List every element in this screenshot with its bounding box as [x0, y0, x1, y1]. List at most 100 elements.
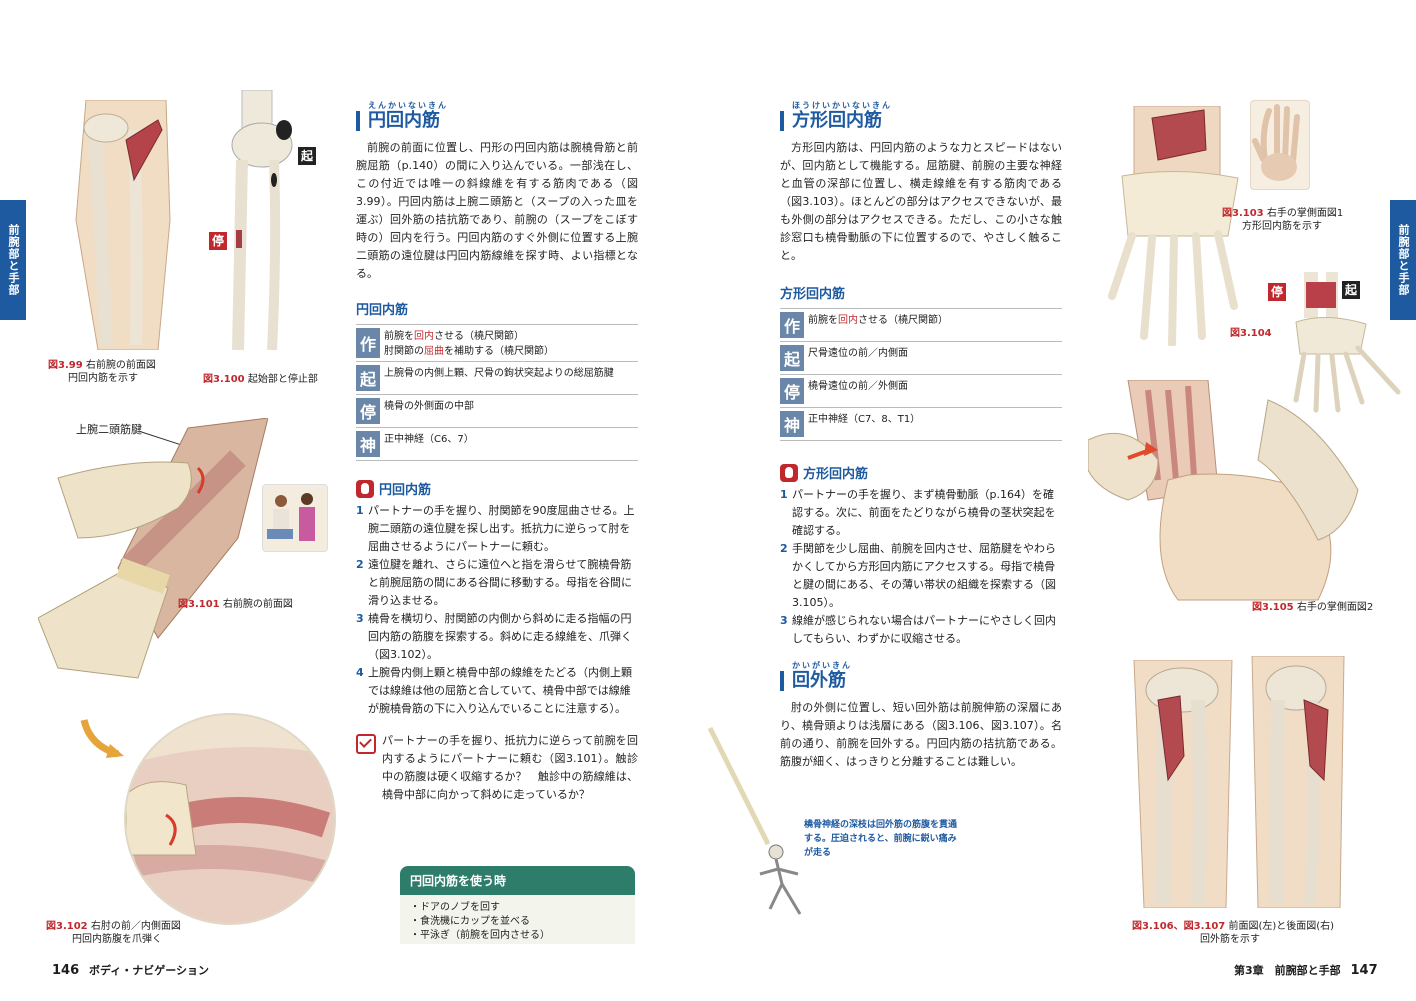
step-number: 3	[780, 614, 788, 627]
origin-row: 起 尺骨遠位の前／内側面	[780, 342, 1062, 375]
highlight: 回内	[414, 331, 434, 342]
biceps-tendon-label: 上腕二頭筋腱	[76, 423, 142, 436]
list-item: 平泳ぎ（前腕を回内させる）	[410, 929, 625, 943]
insertion-row: 停 橈骨の外側面の中部	[356, 395, 638, 428]
figure-3-100-caption: 図3.100 起始部と停止部	[203, 373, 318, 386]
hand-thumbnail	[1250, 100, 1310, 190]
caption-text: 右手の掌側面図1	[1266, 208, 1344, 219]
section-description: 方形回内筋は、円回内筋のような力とスピードはないが、回内筋として機能する。屈筋腱…	[780, 141, 1062, 262]
step-text: 橈骨を横切り、肘関節の内側から斜めに走る指幅の円回内筋の筋腹を探索する。斜めに走…	[368, 612, 632, 661]
section-title: 円回内筋	[356, 111, 638, 131]
step-item: 3 橈骨を横切り、肘関節の内側から斜めに走る指幅の円回内筋の筋腹を探索する。斜めに…	[356, 610, 638, 664]
nerve-row: 神 正中神経（C6、7）	[356, 428, 638, 461]
caption-text: 右手の掌側面図2	[1296, 602, 1374, 613]
step-number: 1	[780, 488, 788, 501]
origin-row: 起 上腕骨の内側上顆、尺骨の鉤状突起よりの総屈筋腱	[356, 362, 638, 395]
check-text: パートナーの手を握り、抵抗力に逆らって前腕を回内するようにパートナーに頼む（図3…	[382, 734, 638, 801]
zoom-arrow-icon	[80, 718, 126, 758]
figure-number: 図3.101	[178, 599, 220, 610]
section-title: 回外筋	[780, 671, 1062, 691]
figure-number: 図3.106、図3.107	[1132, 921, 1226, 932]
figure-3-106-caption: 図3.106、図3.107 前面図(左)と後面図(右) 回外筋を示す	[1132, 920, 1334, 946]
chapter-title: 第3章 前腕部と手部	[1234, 964, 1341, 977]
list-item: ドアのノブを回す	[410, 901, 625, 915]
hand-icon	[356, 479, 374, 498]
inset-photo	[262, 484, 328, 552]
figure-3-104-image	[1286, 270, 1410, 416]
text: 前腕を	[808, 315, 838, 326]
figure-3-104-caption: 図3.104	[1230, 327, 1272, 340]
table-title: 方形回内筋	[780, 287, 846, 302]
insertion-tag: 停	[209, 232, 227, 250]
chapter-side-tab: 前腕部と手部	[1390, 200, 1416, 320]
figure-3-103-image	[1108, 106, 1250, 346]
section-title: 方形回内筋	[780, 111, 1062, 131]
caption-text: 右前腕の前面図	[222, 599, 293, 610]
row-key: 作	[780, 312, 804, 338]
text: 肘関節の	[384, 346, 424, 357]
when-used-box: 円回内筋を使う時 ドアのノブを回す 食洗機にカップを並べる 平泳ぎ（前腕を回内さ…	[400, 866, 635, 944]
skeleton-illustration	[708, 724, 838, 924]
insertion-row: 停 橈骨遠位の前／外側面	[780, 375, 1062, 408]
row-value: 上腕骨の内側上顆、尺骨の鉤状突起よりの総屈筋腱	[384, 368, 614, 379]
chapter-side-tab: 前腕部と手部	[0, 200, 26, 320]
nerve-row: 神 正中神経（C7、8、T1）	[780, 408, 1062, 441]
figure-3-102-caption: 図3.102 右肘の前／内側面図 円回内筋腹を爪弾く	[46, 920, 181, 946]
row-key: 神	[356, 431, 380, 457]
palpation-steps: 1 パートナーの手を握り、まず橈骨動脈（p.164）を確認する。次に、前面をたどり…	[780, 486, 1062, 648]
step-number: 3	[356, 612, 364, 625]
figure-3-99-image	[66, 100, 176, 350]
origin-tag: 起	[1342, 281, 1360, 299]
figure-3-101-caption: 図3.101 右前腕の前面図	[178, 598, 293, 611]
section-description: 肘の外側に位置し、短い回外筋は前腕伸筋の深層にあり、橈骨頭よりは浅層にある（図3…	[780, 701, 1062, 768]
step-text: 遠位腱を離れ、さらに遠位へと指を滑らせて腕橈骨筋と前腕屈筋の間にある谷間に移動す…	[368, 558, 632, 607]
info-table: 作 前腕を回内させる（橈尺関節） 肘関節の屈曲を補助する（橈尺関節） 起 上腕骨…	[356, 324, 638, 461]
page-number: 146	[52, 963, 80, 978]
figure-3-107-image	[1248, 656, 1348, 908]
supinator-section: かいがいきん 回外筋 肘の外側に位置し、短い回外筋は前腕伸筋の深層にあり、橈骨頭…	[780, 660, 1062, 771]
insertion-tag: 停	[1268, 283, 1286, 301]
figure-3-99-caption: 図3.99 右前腕の前面図 円回内筋を示す	[48, 359, 156, 385]
step-number: 2	[780, 542, 788, 555]
step-text: パートナーの手を握り、肘関節を90度屈曲させる。上腕二頭筋の遠位腱を探し出す。抵…	[368, 504, 635, 553]
caption-text: 起始部と停止部	[247, 374, 318, 385]
figure-number: 図3.105	[1252, 602, 1294, 613]
list-item: 食洗機にカップを並べる	[410, 915, 625, 929]
figure-3-106-image	[1128, 660, 1240, 908]
left-footer: 146 ボディ・ナビゲーション	[52, 962, 209, 978]
hand-icon	[780, 463, 798, 482]
row-value: 前腕を回内させる（橈尺関節） 肘関節の屈曲を補助する（橈尺関節）	[384, 325, 638, 361]
action-row: 作 前腕を回内させる（橈尺関節） 肘関節の屈曲を補助する（橈尺関節）	[356, 325, 638, 362]
caption-text-2: 円回内筋腹を爪弾く	[72, 934, 162, 945]
text: させる（橈尺関節）	[858, 315, 948, 326]
pronator-quadratus-section: ほうけいかいないきん 方形回内筋 方形回内筋は、円回内筋のような力とスピードはな…	[780, 100, 1062, 771]
caption-text-2: 円回内筋を示す	[68, 373, 138, 384]
row-key: 起	[780, 345, 804, 371]
page-number: 147	[1350, 963, 1378, 978]
highlight: 回内	[838, 315, 858, 326]
row-value: 尺骨遠位の前／内側面	[808, 348, 908, 359]
row-key: 起	[356, 365, 380, 391]
figure-3-105-caption: 図3.105 右手の掌側面図2	[1252, 601, 1373, 614]
caption-text: 前面図(左)と後面図(右)	[1228, 921, 1335, 932]
palpation-title: 円回内筋	[379, 483, 432, 498]
palpation-heading: 方形回内筋	[780, 463, 1062, 482]
step-item: 1 パートナーの手を握り、まず橈骨動脈（p.164）を確認する。次に、前面をたどり…	[780, 486, 1062, 540]
title-ruby: かいがいきん	[792, 661, 852, 670]
step-text: 手関節を少し屈曲、前腕を回内させ、屈筋腱をやわらかくしてから方形回内筋にアクセス…	[792, 542, 1056, 609]
step-number: 4	[356, 666, 364, 679]
palpation-title: 方形回内筋	[803, 467, 869, 482]
caption-text-2: 方形回内筋を示す	[1242, 221, 1322, 232]
palpation-heading: 円回内筋	[356, 479, 638, 498]
title-ruby: ほうけいかいないきん	[792, 101, 892, 110]
figure-3-102-image	[124, 713, 336, 925]
figure-number: 図3.102	[46, 921, 88, 932]
right-page: 前腕部と手部 ほうけいかいないきん 方形回内筋 方形回内筋は、円回内筋のような力…	[708, 0, 1416, 1001]
step-text: パートナーの手を握り、まず橈骨動脈（p.164）を確認する。次に、前面をたどりな…	[792, 488, 1056, 537]
highlight: 屈曲	[424, 346, 444, 357]
row-value: 前腕を回内させる（橈尺関節）	[808, 309, 1062, 341]
checkbox-icon	[356, 734, 376, 754]
figure-number: 図3.100	[203, 374, 245, 385]
